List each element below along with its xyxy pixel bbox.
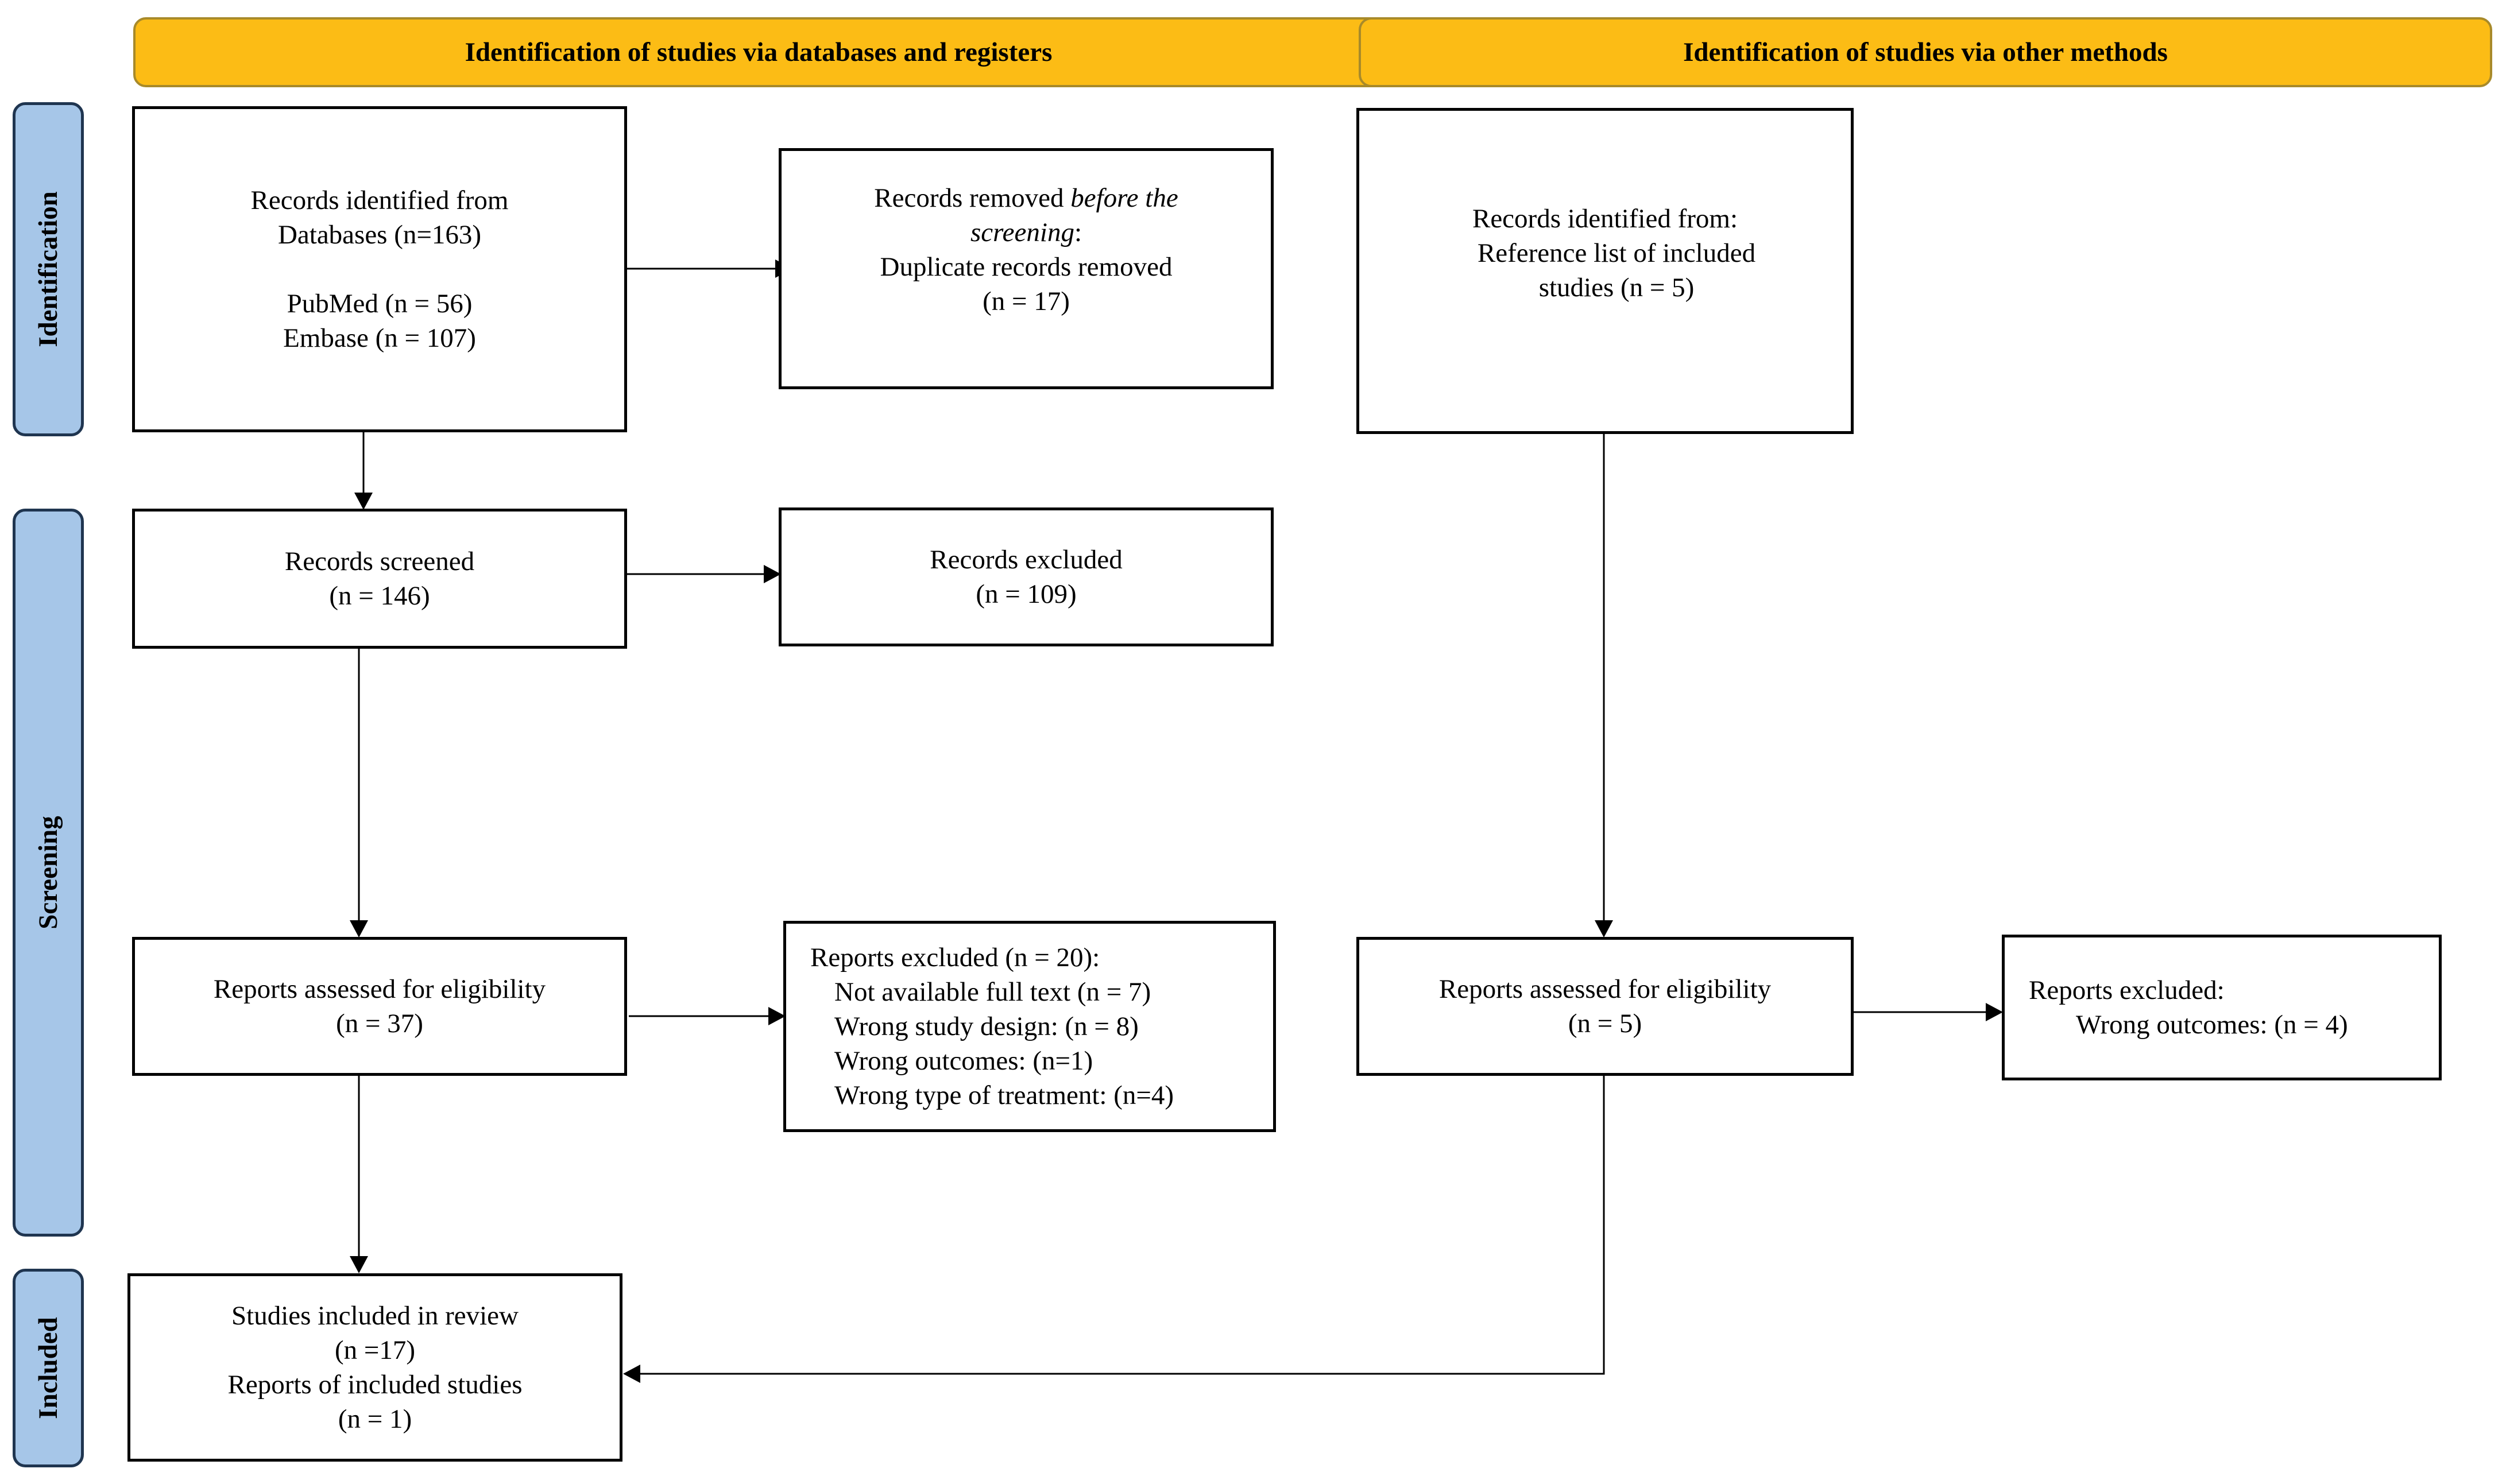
records-excluded-line2: (n = 109) — [976, 579, 1077, 609]
reports-excluded-db-line5: Wrong type of treatment: (n=4) — [834, 1080, 1174, 1110]
box-records-screened: Records screened (n = 146) — [132, 509, 627, 649]
phase-included: Included — [13, 1269, 84, 1467]
box-records-removed: Records removed before the screening: Du… — [779, 148, 1274, 389]
reports-assessed-db-line1: Reports assessed for eligibility — [213, 974, 546, 1004]
records-identified-db-spacer — [135, 252, 624, 286]
arrowhead-other-identified-to-assessed — [1595, 920, 1613, 937]
records-removed-line1-italic: before the — [1070, 183, 1178, 213]
arrowhead-screened-to-assessed — [350, 920, 368, 937]
records-identified-other-line2: Reference list of included — [1477, 238, 1756, 268]
records-removed-line2: screening: — [782, 215, 1271, 250]
records-removed-line1-plain: Records removed — [874, 183, 1071, 213]
records-identified-other-line3: studies (n = 5) — [1538, 273, 1695, 303]
box-reports-excluded-other: Reports excluded: Wrong outcomes: (n = 4… — [2002, 935, 2442, 1080]
box-records-identified-db: Records identified from Databases (n=163… — [132, 106, 627, 432]
box-records-identified-other: Records identified from: Reference list … — [1356, 108, 1854, 434]
reports-excluded-db-line4: Wrong outcomes: (n=1) — [834, 1046, 1093, 1076]
records-removed-line1: Records removed before the — [782, 181, 1271, 215]
reports-excluded-db-line1: Reports excluded (n = 20): — [810, 943, 1100, 972]
box-studies-included: Studies included in review (n =17) Repor… — [127, 1273, 622, 1462]
arrowhead-screened-to-excluded — [764, 565, 781, 583]
records-removed-line2-plain: : — [1074, 218, 1082, 247]
box-reports-excluded-db: Reports excluded (n = 20): Not available… — [783, 921, 1276, 1132]
reports-assessed-other-line1: Reports assessed for eligibility — [1438, 974, 1772, 1004]
studies-included-line2: (n =17) — [334, 1335, 416, 1365]
records-removed-line2-italic: screening — [970, 218, 1074, 247]
records-identified-db-line2: Databases (n=163) — [277, 220, 482, 250]
box-reports-assessed-other: Reports assessed for eligibility (n = 5) — [1356, 937, 1854, 1076]
arrowhead-assessed-to-excluded-db — [768, 1007, 786, 1025]
arrowhead-identified-to-screened — [354, 493, 373, 510]
records-identified-db-line3: PubMed (n = 56) — [287, 289, 473, 319]
studies-included-line4: (n = 1) — [338, 1404, 412, 1434]
records-excluded-line1: Records excluded — [930, 545, 1123, 575]
header-other-methods: Identification of studies via other meth… — [1359, 17, 2492, 87]
header-databases: Identification of studies via databases … — [133, 17, 1384, 87]
phase-screening: Screening — [13, 509, 84, 1237]
records-screened-line1: Records screened — [284, 547, 475, 576]
arrowhead-other-assessed-to-included — [623, 1365, 640, 1383]
arrowhead-assessed-to-excluded-other — [1986, 1003, 2003, 1021]
records-identified-db-line4: Embase (n = 107) — [283, 323, 476, 353]
records-identified-db-line1: Records identified from — [250, 185, 509, 215]
records-identified-other-line1: Records identified from: — [1472, 204, 1738, 234]
studies-included-line1: Studies included in review — [231, 1301, 519, 1331]
arrowhead-assessed-to-included — [350, 1256, 368, 1273]
records-removed-line4: (n = 17) — [983, 286, 1070, 316]
records-screened-line2: (n = 146) — [329, 581, 430, 611]
arrow-other-assessed-to-included — [640, 1075, 1605, 1375]
phase-identification: Identification — [13, 102, 84, 436]
studies-included-line3: Reports of included studies — [227, 1370, 523, 1400]
reports-assessed-other-line2: (n = 5) — [1568, 1009, 1642, 1039]
reports-excluded-db-line3: Wrong study design: (n = 8) — [834, 1012, 1139, 1041]
box-records-excluded: Records excluded (n = 109) — [779, 507, 1274, 646]
records-removed-line3: Duplicate records removed — [880, 252, 1173, 282]
reports-excluded-other-line1: Reports excluded: — [2029, 975, 2225, 1005]
box-reports-assessed-db: Reports assessed for eligibility (n = 37… — [132, 937, 627, 1076]
reports-excluded-other-line2: Wrong outcomes: (n = 4) — [2076, 1010, 2348, 1040]
reports-excluded-db-line2: Not available full text (n = 7) — [834, 977, 1151, 1007]
reports-assessed-db-line2: (n = 37) — [336, 1009, 423, 1039]
